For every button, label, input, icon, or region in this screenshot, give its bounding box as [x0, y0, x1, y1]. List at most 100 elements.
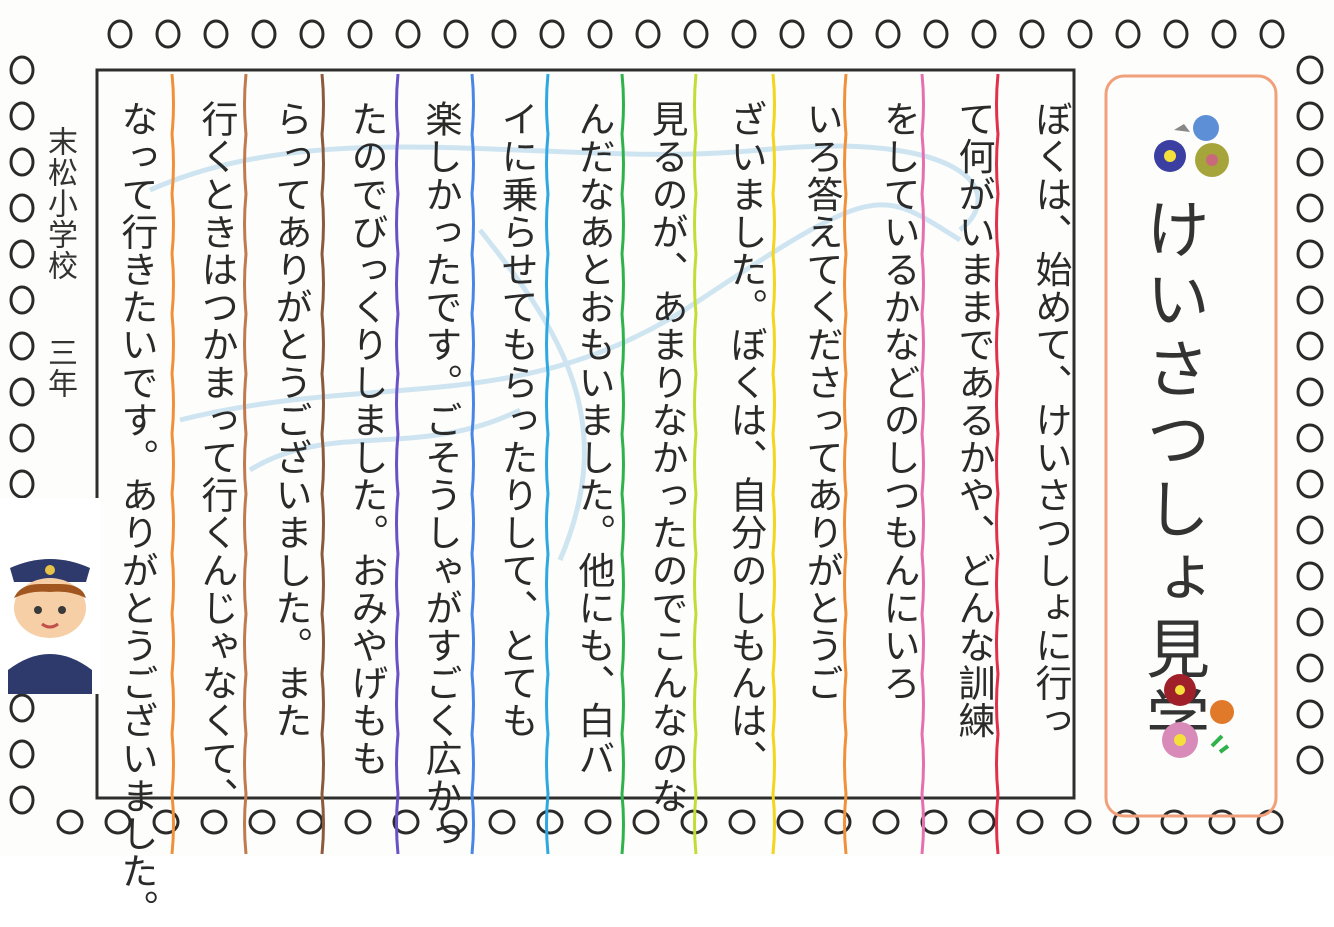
essay-line: たのでびっくりしました。おみやげもも	[345, 100, 388, 777]
scallop-loop	[248, 809, 276, 835]
essay-line: 見るのが、あまりなかったのでこんなのな	[645, 100, 688, 815]
essay-line: いろ答えてくださってありがとうご	[800, 100, 843, 702]
scallop-loop	[1296, 469, 1324, 499]
title-box-border	[1104, 74, 1278, 818]
scallop-loop	[1296, 285, 1324, 315]
scallop-loop	[9, 239, 35, 269]
scallop-loop	[251, 19, 277, 49]
scallop-loop	[155, 19, 181, 49]
scallop-loop	[971, 19, 997, 49]
scallop-loop	[392, 809, 420, 835]
column-line	[771, 73, 776, 855]
scallop-loop	[9, 285, 35, 315]
scallop-loop	[875, 19, 901, 49]
author-block: 末松小学校三年	[42, 126, 77, 399]
scallop-loop	[536, 809, 564, 835]
scallop-loop	[539, 19, 565, 49]
scallop-loop	[1296, 561, 1324, 591]
scallop-loop	[9, 55, 35, 85]
scallop-loop	[1296, 515, 1324, 545]
essay-line: 楽しかったです。ごそうしゃがすごく広かっ	[419, 100, 462, 852]
column-line	[620, 73, 625, 855]
column-line	[693, 73, 698, 855]
scallop-loop	[1163, 19, 1189, 49]
scallop-loop	[872, 809, 900, 835]
scallop-loop	[635, 19, 661, 49]
scallop-loop	[107, 19, 133, 49]
scallop-loop	[1016, 809, 1044, 835]
scallop-border	[9, 19, 1324, 835]
scallop-loop	[152, 809, 180, 835]
essay-line: ざいました。ぼくは、自分のしもんは、	[724, 100, 767, 777]
scallop-loop	[9, 193, 35, 223]
scallop-loop	[1296, 699, 1324, 729]
scallop-loop	[923, 19, 949, 49]
column-lines	[170, 73, 1000, 855]
scallop-loop	[779, 19, 805, 49]
scallop-loop	[584, 809, 612, 835]
essay-line: ぼくは、始めて、けいさつしょに行っ	[1029, 100, 1072, 740]
column-line	[470, 73, 475, 855]
essay-sheet: けいさつしょ見学 末松小学校三年 ぼくは、始めて、けいさつしょに行って何がいまま…	[8, 19, 1324, 927]
grade: 三年	[42, 337, 77, 399]
scallop-loop	[9, 739, 35, 769]
essay-title: けいさつしょ見学	[1135, 196, 1209, 756]
column-line	[843, 73, 848, 855]
flower-cluster-top-icon	[1154, 115, 1229, 177]
scallop-loop	[1208, 809, 1236, 835]
scallop-loop	[1296, 653, 1324, 683]
scallop-loop	[443, 19, 469, 49]
scallop-loop	[1296, 377, 1324, 407]
scallop-loop	[9, 101, 35, 131]
scallop-loop	[9, 469, 35, 499]
scallop-loop	[968, 809, 996, 835]
crayon-scribble	[148, 143, 981, 561]
scallop-loop	[200, 809, 228, 835]
scallop-loop	[1064, 809, 1092, 835]
scallop-loop	[1296, 607, 1324, 637]
scallop-loop	[1259, 19, 1285, 49]
essay-line: をしているかなどのしつもんにいろ	[877, 100, 920, 702]
scallop-loop	[203, 19, 229, 49]
scallop-loop	[587, 19, 613, 49]
scallop-loop	[1296, 331, 1324, 361]
scallop-loop	[1296, 55, 1324, 85]
scallop-loop	[1115, 19, 1141, 49]
scallop-loop	[1296, 193, 1324, 223]
scallop-loop	[776, 809, 804, 835]
scallop-loop	[395, 19, 421, 49]
scallop-loop	[920, 809, 948, 835]
scallop-loop	[9, 331, 35, 361]
scallop-loop	[104, 809, 132, 835]
scallop-loop	[1019, 19, 1045, 49]
scallop-loop	[827, 19, 853, 49]
column-line	[243, 73, 248, 855]
column-line	[395, 73, 400, 855]
scallop-loop	[9, 423, 35, 453]
scallop-loop	[1160, 809, 1188, 835]
scallop-loop	[1296, 147, 1324, 177]
scallop-loop	[731, 19, 757, 49]
scallop-loop	[296, 809, 324, 835]
school-name: 末松小学校	[42, 126, 77, 281]
essay-line: なって行きたいです。ありがとうございました。	[115, 100, 158, 927]
scallop-loop	[9, 785, 35, 815]
scallop-loop	[632, 809, 660, 835]
column-line	[545, 73, 550, 855]
column-line	[920, 73, 925, 855]
column-line	[170, 73, 175, 855]
essay-line: んだなあとおもいました。他にも、白バ	[572, 100, 615, 777]
scallop-loop	[1067, 19, 1093, 49]
essay-line: て何がいままであるかや、どんな訓練	[952, 100, 995, 740]
writing-frame	[95, 68, 1076, 800]
flower-cluster-bottom-icon	[1162, 674, 1234, 758]
scallop-loop	[344, 809, 372, 835]
scallop-loop	[728, 809, 756, 835]
decoration-layer	[9, 19, 1324, 855]
scallop-loop	[9, 377, 35, 407]
scallop-loop	[491, 19, 517, 49]
scallop-loop	[9, 147, 35, 177]
scallop-loop	[1296, 423, 1324, 453]
scallop-loop	[1211, 19, 1237, 49]
essay-line: らってありがとうございました。また	[269, 100, 312, 740]
